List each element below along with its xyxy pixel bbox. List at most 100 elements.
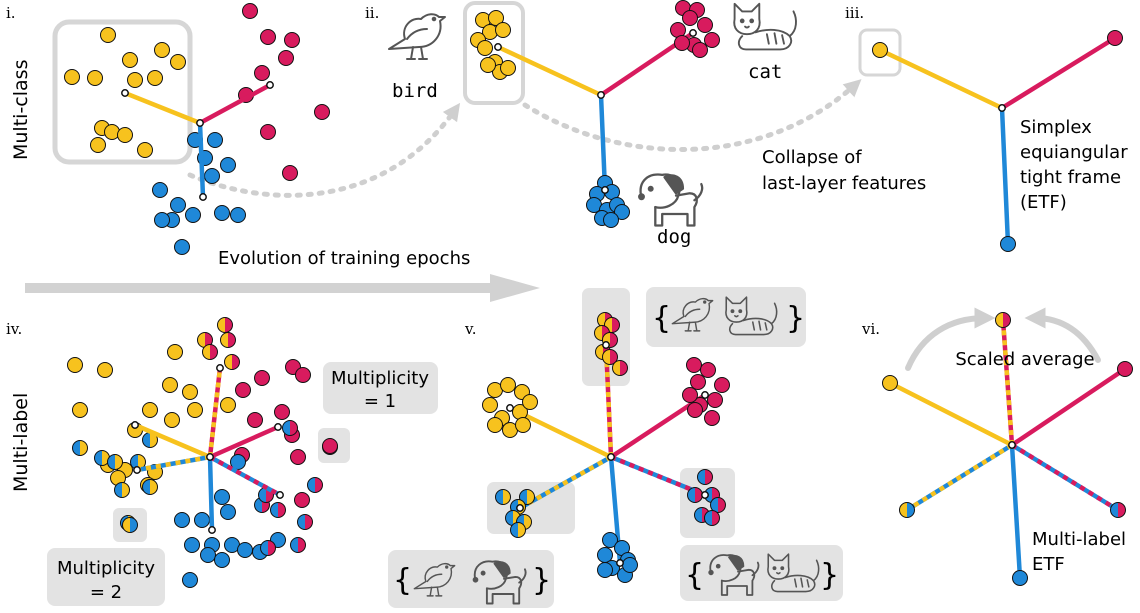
panel-v-point-dog-cat-5-left-half	[704, 510, 712, 526]
zoom-box-panel-iii	[858, 28, 902, 77]
row-label-multi-label: Multi-label	[10, 393, 32, 492]
panel-i-point-dog-0	[207, 132, 223, 148]
panel-vi-etf-cat	[1009, 366, 1128, 448]
panel-iv-point-dog-12	[214, 552, 230, 568]
cat-icon-combo-3-part-2	[812, 559, 820, 582]
dog-icon-combo-3	[708, 554, 760, 596]
cat-icon-combo-1	[725, 296, 778, 336]
panel-ii-mean-cat	[689, 29, 697, 37]
panel-v-mean-dog-cat	[701, 491, 709, 499]
panel-iv-point-dog-cat-7-right-half	[298, 537, 306, 553]
panel-v-point-bird-dog-5-left-half	[510, 522, 518, 538]
evolution-label: Evolution of training epochs	[218, 248, 470, 269]
dog-icon-combo-2-part-2	[485, 575, 523, 605]
panel-iv-point-dog-6	[230, 454, 246, 470]
panel-iii-vertex-cat	[1107, 30, 1123, 46]
panel-iv-point-bird-cat-1-left-half	[220, 332, 228, 348]
panel-iv-point-bird-0	[167, 344, 183, 360]
panel-iv-point-bird-4	[182, 384, 198, 400]
panel-iii-vertex-dog	[1000, 236, 1016, 252]
panel-iv-centroid-bird-dog-stripe	[136, 454, 211, 473]
panel-vi-vertex-bird-cat	[995, 312, 1011, 328]
dog-icon-part-2	[654, 192, 698, 227]
panel-vi-etf-dog	[1009, 442, 1023, 581]
cat-icon-combo-3	[767, 553, 820, 593]
panel-i-point-bird-7	[147, 70, 163, 86]
panel-i-point-bird-4	[64, 69, 80, 85]
panel-v-mean-bird-cat	[602, 341, 610, 349]
panel-i-point-dog-3	[220, 157, 236, 173]
panel-v-point-dog-cat-2	[687, 487, 703, 503]
panel-vi-vertex-dog-cat-outline	[1110, 502, 1126, 518]
dog-icon-part-3	[693, 182, 704, 202]
panel-ii-mean-bird	[494, 43, 502, 51]
panel-v-point-bird-dog-0-outline	[495, 489, 511, 505]
panel-iv-point-bird-dog-0-right-half	[80, 440, 88, 456]
panel-iv-point-dog-cat-5-left-half	[282, 420, 290, 436]
panel-i-point-cat-8	[282, 165, 298, 181]
panel-iv-point-bird-cat-0-right-half	[225, 317, 233, 333]
panel-iv-point-cat-0	[235, 382, 251, 398]
panel-i-point-bird-5	[87, 70, 103, 86]
bird-cat-combo-box	[646, 287, 806, 347]
panel-v-mean-cat	[701, 391, 709, 399]
bird-icon-part-2	[406, 46, 428, 60]
panel-v-point-dog-cat-4-left-half	[694, 507, 702, 523]
panel-ii-point-cat-5	[704, 32, 720, 48]
panel-i-point-cat-7	[260, 124, 276, 140]
bird-icon-combo-1-part-0	[671, 297, 714, 325]
panel-vi-vertex-dog	[1012, 570, 1028, 586]
bird-icon-combo-2-part-1	[426, 573, 443, 583]
panel-iv-point-bird-cat-3-outline	[202, 344, 218, 360]
dog-icon-combo-3-part-3	[751, 561, 760, 577]
panel-v-centroid-bird-dog-stripe	[518, 455, 613, 510]
background-layer	[25, 1, 1101, 608]
panel-v-point-dog-cat-3-right-half	[718, 497, 726, 513]
panel-iv-point-dog-cat-2	[260, 540, 276, 556]
bird-label: bird	[392, 80, 438, 102]
panel-iv-point-cat-5	[247, 412, 263, 428]
bird-icon-part-1	[406, 28, 428, 40]
panel-iv-point-bird-cat-3-right-half	[210, 344, 218, 360]
cat-icon-combo-3-part-0	[767, 553, 790, 580]
multiplicity-2-sample-point-outline	[122, 517, 138, 533]
panel-iv-global-mean	[206, 453, 214, 461]
panel-ii-centroid-bird	[495, 44, 604, 98]
bird-dog-combo-box	[388, 550, 554, 608]
etf-label-line-2: equiangular	[1020, 142, 1128, 163]
panel-ii-point-bird-8	[480, 57, 496, 73]
panel-iv-point-bird-cat-1-right-half	[228, 332, 236, 348]
panel-v-point-dog-cat-0-outline	[697, 469, 713, 485]
panel-v-point-bird-cat-5-left-half	[602, 349, 610, 365]
panel-iv-point-dog-cat-3-left-half	[297, 514, 305, 530]
panel-v-point-dog-cat-0-right-half	[705, 469, 713, 485]
panel-v-point-bird-9	[515, 417, 531, 433]
cat-icon-combo-3-part-5	[780, 566, 785, 571]
dog-icon-combo-3-part-1	[728, 554, 745, 571]
panel-iv-point-bird-dog-5-left-half	[114, 482, 122, 498]
multiplicity-2-sample-point-right-half	[130, 517, 138, 533]
cat-icon-part-5	[749, 18, 755, 24]
panel-iv-point-bird-cat-1	[220, 332, 236, 348]
panel-i-point-cat-0	[242, 3, 258, 19]
panel-iv-point-dog-cat-3-outline	[297, 514, 313, 530]
dog-icon-combo-2-part-1	[493, 561, 511, 578]
panel-iv-point-bird-cat-4-right-half	[232, 354, 240, 370]
etf-label-line-1: Simplex	[1020, 117, 1092, 138]
panel-i-point-bird-2	[122, 52, 138, 68]
collapse-label-line-2: last-layer features	[762, 173, 926, 194]
panel-v-point-bird-cat-6	[612, 360, 628, 376]
multiplicity-2-sample-point	[122, 517, 138, 533]
panel-v-point-dog-cat-0	[697, 469, 713, 485]
panel-iv-point-bird-cat-2	[197, 332, 213, 348]
collapse-label-line-1: Collapse of	[762, 147, 862, 168]
panel-v-point-cat-4	[707, 392, 723, 408]
collapse-arrow-2	[522, 79, 862, 152]
panel-iv-centroid-dog-cat-stripe	[208, 455, 282, 497]
panel-vi-etf-bird	[887, 380, 1015, 448]
panel-iv-point-dog-13	[182, 572, 198, 588]
collapse-arrow-1	[187, 102, 461, 198]
icon-layer	[388, 2, 820, 605]
panel-iv-centroid-dog	[207, 454, 215, 533]
panel-iv-point-bird-dog-0-left-half	[72, 440, 80, 456]
